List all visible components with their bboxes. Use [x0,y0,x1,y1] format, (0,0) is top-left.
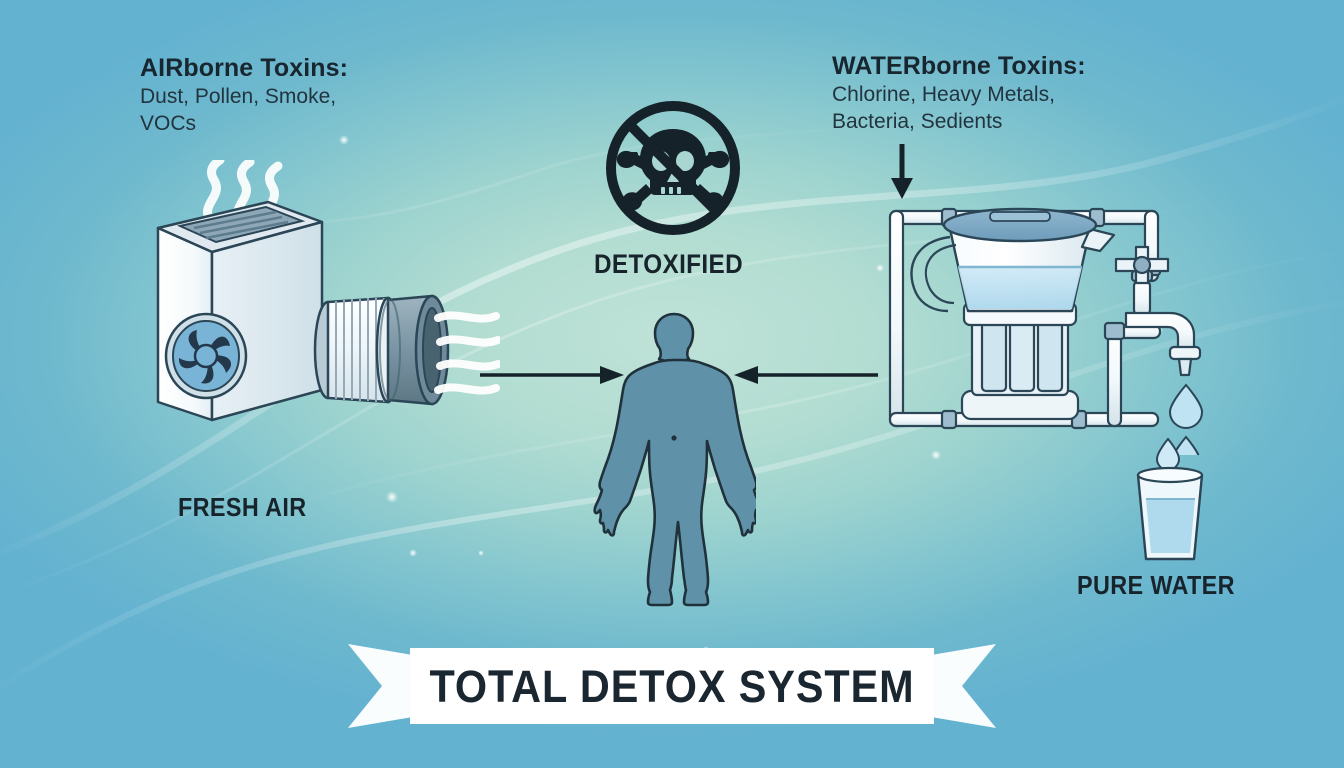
arrow-right-icon [480,366,624,384]
human-body-silhouette-icon [593,312,756,607]
waterborne-toxins-line-1: Chlorine, Heavy Metals, [832,83,1055,106]
arrow-down-icon [891,144,913,199]
banner-ribbon-shape [348,644,996,728]
waterborne-toxins-label: WATERborne Toxins: Chlorine, Heavy Metal… [832,50,1086,136]
airborne-toxins-title: AIRborne Toxins: [140,54,349,82]
water-filter-pitcher-icon [888,207,1204,455]
fresh-air-caption: FRESH AIR [178,492,307,522]
water-glass-icon [1136,437,1204,561]
banner: TOTAL DETOX SYSTEM [348,638,996,734]
waterborne-toxins-line-2: Bacteria, Sedients [832,109,1003,133]
airborne-toxins-line-1: Dust, Pollen, Smoke, [140,85,337,108]
waterborne-toxins-title: WATERborne Toxins: [832,52,1086,80]
banner-title: TOTAL DETOX SYSTEM [429,661,915,712]
pure-water-caption: PURE WATER [1077,570,1235,600]
water-drop-icon [1155,437,1181,471]
air-purifier-icon [156,160,500,422]
airborne-toxins-label: AIRborne Toxins: Dust, Pollen, Smoke, VO… [140,52,348,138]
airborne-toxins-line-2: VOCs [140,111,197,135]
no-toxins-skull-icon [606,101,740,235]
arrow-left-icon [734,366,878,384]
detoxified-caption: DETOXIFIED [594,249,743,279]
